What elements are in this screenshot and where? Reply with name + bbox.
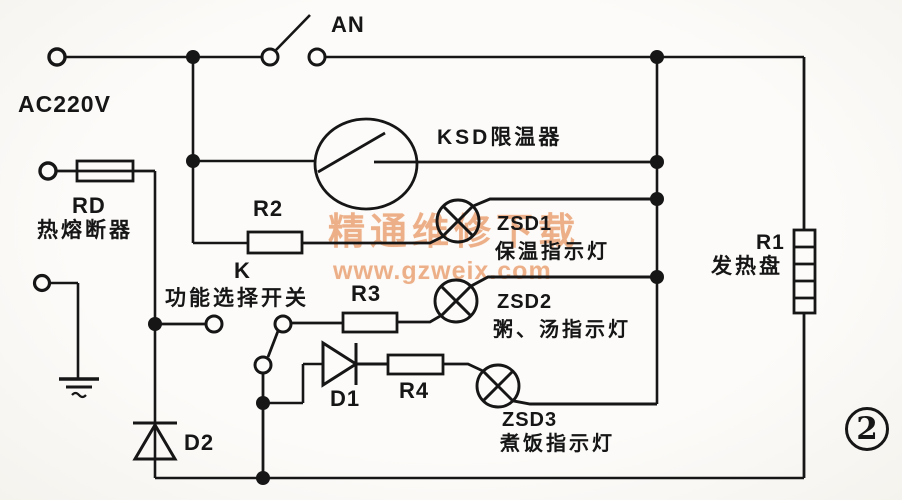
label-zsd1: ZSD1 [497,213,553,235]
heater-r1 [792,57,817,478]
thermal-fuse-rd [56,159,155,183]
label-rd: RD [72,193,106,218]
label-k: K [234,258,251,283]
power-switch-an [260,14,327,67]
label-rd-name: 热熔断器 [37,219,133,242]
figure-number-badge: 2 [845,407,889,451]
label-r2: R2 [253,196,284,221]
label-zsd3: ZSD3 [502,409,558,431]
cook-branch-wire [263,362,323,405]
label-r3: R3 [351,281,382,306]
label-r1: R1 [756,231,785,254]
label-r4: R4 [399,378,430,403]
ground-symbol [49,281,99,399]
lamp-zsd1 [435,197,657,244]
label-zsd1-name: 保温指示灯 [495,241,610,263]
label-ac220v: AC220V [18,91,111,117]
selector-switch-k [155,314,343,478]
watermark-url: www.gzweix.com [333,257,552,285]
label-k-name: 功能选择开关 [165,287,309,310]
resistor-r3 [341,311,443,334]
label-zsd2-name: 粥、汤指示灯 [493,319,631,341]
label-an: AN [331,12,365,37]
label-r1-name: 发热盘 [711,255,783,278]
diode-d2 [132,421,178,461]
label-ksd: KSD限温器 [437,126,563,149]
label-zsd2: ZSD2 [497,291,553,313]
label-zsd3-name: 煮饭指示灯 [500,433,615,455]
ac-terminal-live [47,47,67,67]
resistor-r2 [246,230,445,255]
label-d1: D1 [330,386,361,411]
ac-terminal-neutral [38,161,58,181]
ksd-thermostat-symbol [313,117,657,211]
earth-terminal [32,273,52,293]
figure-number: 2 [856,411,878,447]
diode-d1 [321,340,388,388]
lamp-zsd3 [475,363,657,409]
resistor-r4 [386,353,484,376]
label-d2: D2 [184,430,215,455]
lamp-zsd2 [433,275,657,324]
live-branch-wire [191,57,315,245]
junction-dots [148,50,664,485]
